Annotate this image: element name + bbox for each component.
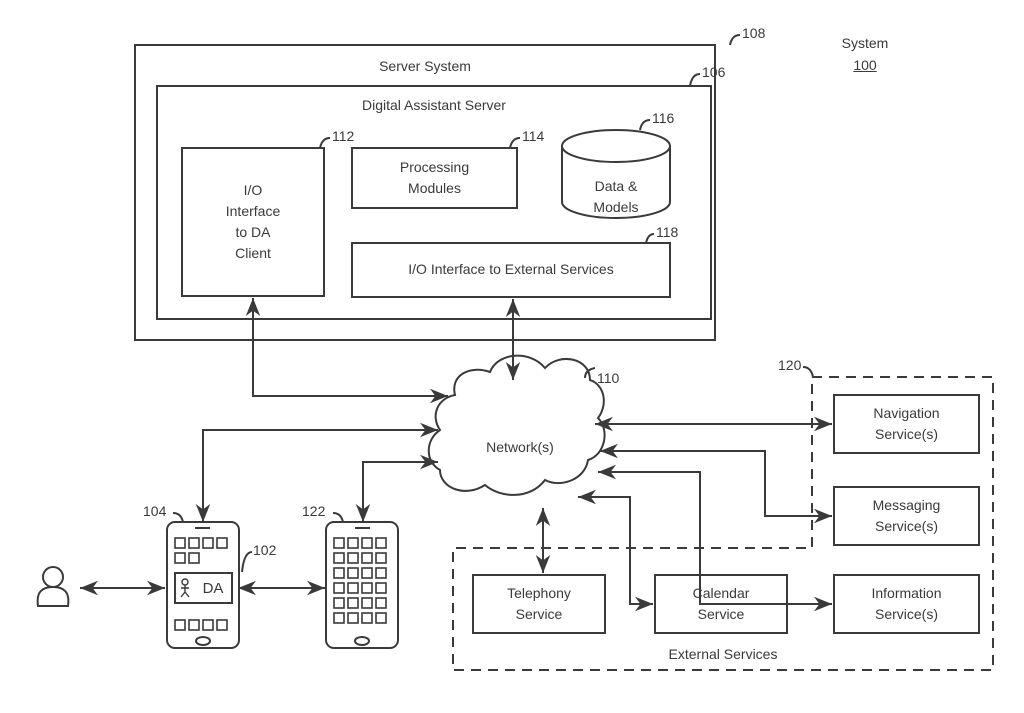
- ref-leader-112: [319, 137, 331, 149]
- link-device122-network: [355, 454, 438, 522]
- ref-116: 116: [652, 110, 675, 126]
- ref-leader-122: [332, 512, 344, 523]
- link-ioclient-network: [245, 298, 448, 404]
- external-services-title: External Services: [668, 646, 778, 662]
- io-client-box: [181, 147, 325, 297]
- server-system-title: Server System: [379, 58, 471, 74]
- app-icon: [361, 612, 373, 624]
- system-number: 100: [853, 57, 877, 73]
- ref-106: 106: [702, 64, 726, 80]
- app-icon: [333, 582, 345, 594]
- data-models-cylinder: [561, 129, 671, 219]
- app-icon: [361, 552, 373, 564]
- user-device-104: [166, 521, 240, 649]
- ref-leader-120: [802, 366, 814, 378]
- calendar-service-label: Calendar Service: [692, 585, 750, 622]
- app-icon: [347, 552, 359, 564]
- app-icon: [347, 537, 359, 549]
- app-icon: [375, 612, 387, 624]
- second-device-122: [325, 521, 399, 649]
- io-external-label: I/O Interface to External Services: [408, 261, 614, 277]
- io-client-label: I/O Interface to DA Client: [225, 182, 281, 261]
- processing-box: [351, 147, 518, 209]
- ref-leader-116: [639, 119, 651, 131]
- da-client-label: DA: [202, 580, 224, 597]
- app-icon: [347, 597, 359, 609]
- app-icon: [375, 567, 387, 579]
- processing-label: Processing Modules: [399, 159, 470, 196]
- ref-112: 112: [332, 128, 355, 144]
- link-calendar-network: [578, 489, 653, 612]
- app-icon: [347, 582, 359, 594]
- ref-leader-114: [509, 137, 521, 149]
- app-icon: [333, 567, 345, 579]
- information-service-box: [833, 574, 980, 634]
- app-icon: [375, 582, 387, 594]
- link-messaging-network: [600, 443, 832, 524]
- ref-110: 110: [597, 370, 620, 386]
- ref-leader-104: [172, 512, 184, 523]
- navigation-service-label: Navigation Service(s): [873, 405, 940, 442]
- data-models-label: Data & Models: [593, 178, 639, 215]
- user-icon: [36, 566, 70, 607]
- messaging-service-box: [833, 486, 980, 546]
- link-device104-network: [195, 422, 438, 522]
- ref-leader-102: [241, 551, 253, 573]
- ref-118: 118: [656, 224, 679, 240]
- app-icon: [375, 552, 387, 564]
- messaging-service-label: Messaging Service(s): [872, 497, 941, 534]
- navigation-service-box: [833, 394, 980, 454]
- ref-leader-108: [729, 34, 741, 46]
- da-person-icon: [180, 578, 190, 598]
- app-icon: [347, 612, 359, 624]
- app-icon: [347, 567, 359, 579]
- app-icon: [333, 552, 345, 564]
- da-server-title: Digital Assistant Server: [362, 97, 506, 113]
- network-cloud: [427, 354, 606, 496]
- app-icon: [361, 597, 373, 609]
- ref-104: 104: [143, 503, 167, 519]
- ref-108: 108: [742, 25, 766, 41]
- ref-120: 120: [778, 357, 802, 373]
- ref-102: 102: [253, 542, 277, 558]
- ref-114: 114: [522, 128, 545, 144]
- ref-leader-110: [584, 367, 596, 379]
- io-external-box: [351, 242, 671, 298]
- ref-122: 122: [302, 503, 326, 519]
- telephony-service-label: Telephony Service: [507, 585, 571, 622]
- ref-leader-106: [689, 73, 701, 87]
- app-icon: [361, 582, 373, 594]
- app-icon: [375, 537, 387, 549]
- da-client-box: [174, 572, 233, 604]
- information-service-label: Information Service(s): [871, 585, 942, 622]
- link-information-network: [598, 464, 832, 612]
- app-icon: [333, 597, 345, 609]
- app-icon: [361, 567, 373, 579]
- app-icon: [361, 537, 373, 549]
- app-icon: [333, 537, 345, 549]
- system-label: System 100: [830, 32, 900, 76]
- ref-leader-118: [645, 233, 655, 244]
- app-icon: [375, 597, 387, 609]
- network-label: Network(s): [486, 439, 554, 455]
- app-icon: [333, 612, 345, 624]
- system-title: System: [841, 35, 889, 51]
